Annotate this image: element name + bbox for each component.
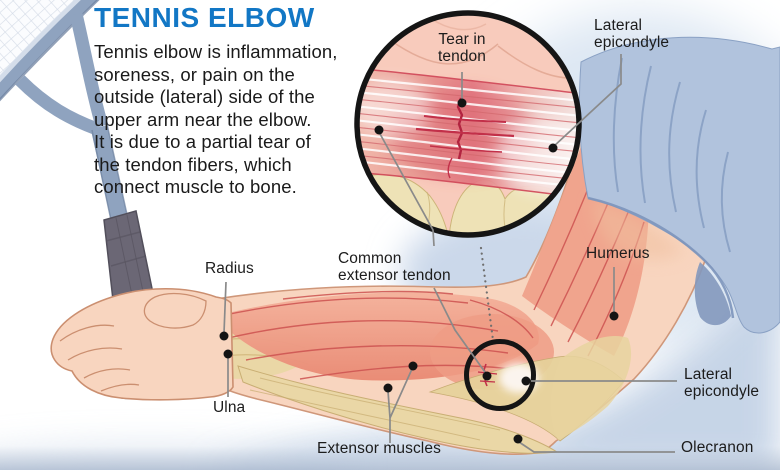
label-tear-in-tendon: Tear in tendon bbox=[437, 31, 486, 66]
label-common-extensor-tendon: Common extensor tendon bbox=[338, 250, 451, 285]
label-lateral-epicondyle-side: Lateral epicondyle bbox=[684, 366, 760, 401]
magnifier-circle bbox=[464, 339, 539, 411]
tendon-inset bbox=[354, 10, 582, 238]
racket-shaft bbox=[90, 125, 129, 224]
finger-lines bbox=[59, 324, 140, 392]
label-olecranon: Olecranon bbox=[681, 439, 754, 456]
leader-lateral-epicondyle-top bbox=[552, 54, 622, 148]
racket-frame bbox=[0, 0, 98, 100]
label-ulna: Ulna bbox=[213, 399, 246, 416]
inset-connector-dotted-line bbox=[479, 246, 495, 342]
tendon-tear bbox=[415, 97, 515, 179]
triceps-tendon-area bbox=[550, 336, 632, 440]
thumb bbox=[143, 292, 207, 329]
label-lateral-epicondyle-top: Lateral epicondyle bbox=[594, 17, 670, 52]
leader-extensor-muscles bbox=[387, 368, 413, 443]
description-text: Tennis elbow is inflammation, soreness, … bbox=[94, 41, 338, 198]
shirt-sleeve bbox=[578, 36, 780, 334]
leader-olecranon bbox=[518, 441, 675, 453]
sleeve-folds bbox=[612, 57, 731, 253]
page-title: TENNIS ELBOW bbox=[94, 2, 315, 33]
label-humerus: Humerus bbox=[586, 245, 650, 262]
leader-lines bbox=[223, 54, 677, 453]
arm-illustration bbox=[50, 41, 774, 456]
label-radius: Radius bbox=[205, 260, 254, 277]
magnifier-ring bbox=[464, 339, 536, 411]
leader-radius bbox=[223, 281, 227, 334]
leader-dots bbox=[219, 98, 619, 444]
label-extensor-muscles: Extensor muscles bbox=[317, 440, 441, 457]
leader-common-extensor-tendon-upper bbox=[378, 131, 435, 247]
leader-common-extensor-tendon-lower bbox=[433, 287, 488, 376]
